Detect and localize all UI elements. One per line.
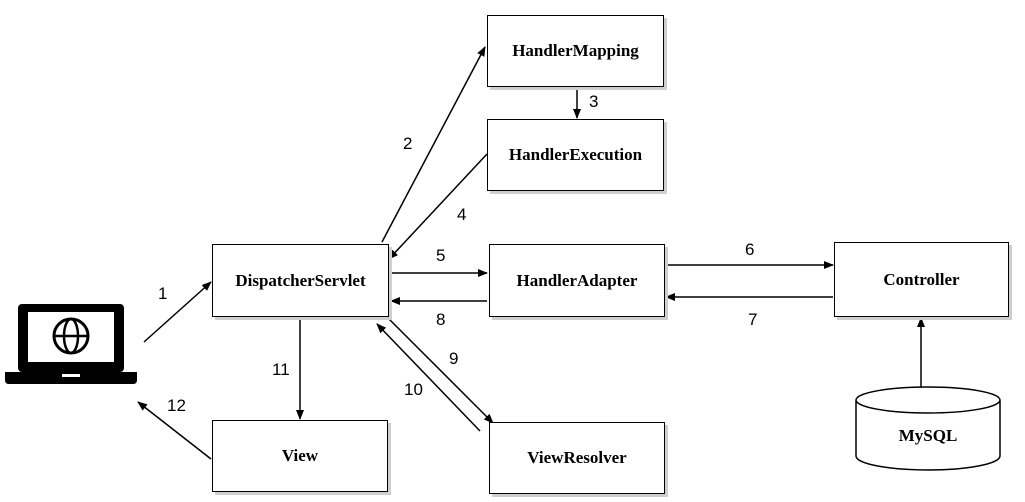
view-resolver-box: ViewResolver: [489, 422, 665, 494]
handler-execution-box: HandlerExecution: [487, 119, 664, 191]
mysql-label: MySQL: [898, 426, 958, 445]
step-12-label: 12: [167, 396, 186, 415]
dispatcher-servlet-box: DispatcherServlet: [212, 244, 389, 317]
handler-mapping-box: HandlerMapping: [487, 15, 664, 87]
step-8-label: 8: [436, 310, 446, 329]
laptop-globe-icon: [5, 304, 137, 384]
step-5-label: 5: [436, 246, 446, 265]
view-box: View: [212, 420, 388, 492]
step-6-label: 6: [745, 240, 755, 259]
step-1-label: 1: [158, 284, 168, 303]
step-3-label: 3: [589, 92, 599, 111]
arrow-2: [381, 46, 486, 243]
database-cylinder-icon: [855, 386, 1001, 471]
arrow-9: [386, 316, 494, 424]
arrows: [137, 46, 925, 460]
arrow-4: [388, 153, 488, 260]
arrow-12: [137, 401, 212, 460]
arrow-1: [143, 281, 212, 343]
step-4-label: 4: [457, 205, 467, 224]
step-7-label: 7: [748, 310, 758, 329]
arrow-10: [376, 323, 481, 432]
step-9-label: 9: [449, 349, 459, 368]
step-2-label: 2: [403, 134, 413, 153]
handler-adapter-box: HandlerAdapter: [489, 244, 665, 317]
step-10-label: 10: [404, 380, 423, 399]
controller-box: Controller: [834, 242, 1009, 317]
step-11-label: 11: [272, 360, 290, 379]
